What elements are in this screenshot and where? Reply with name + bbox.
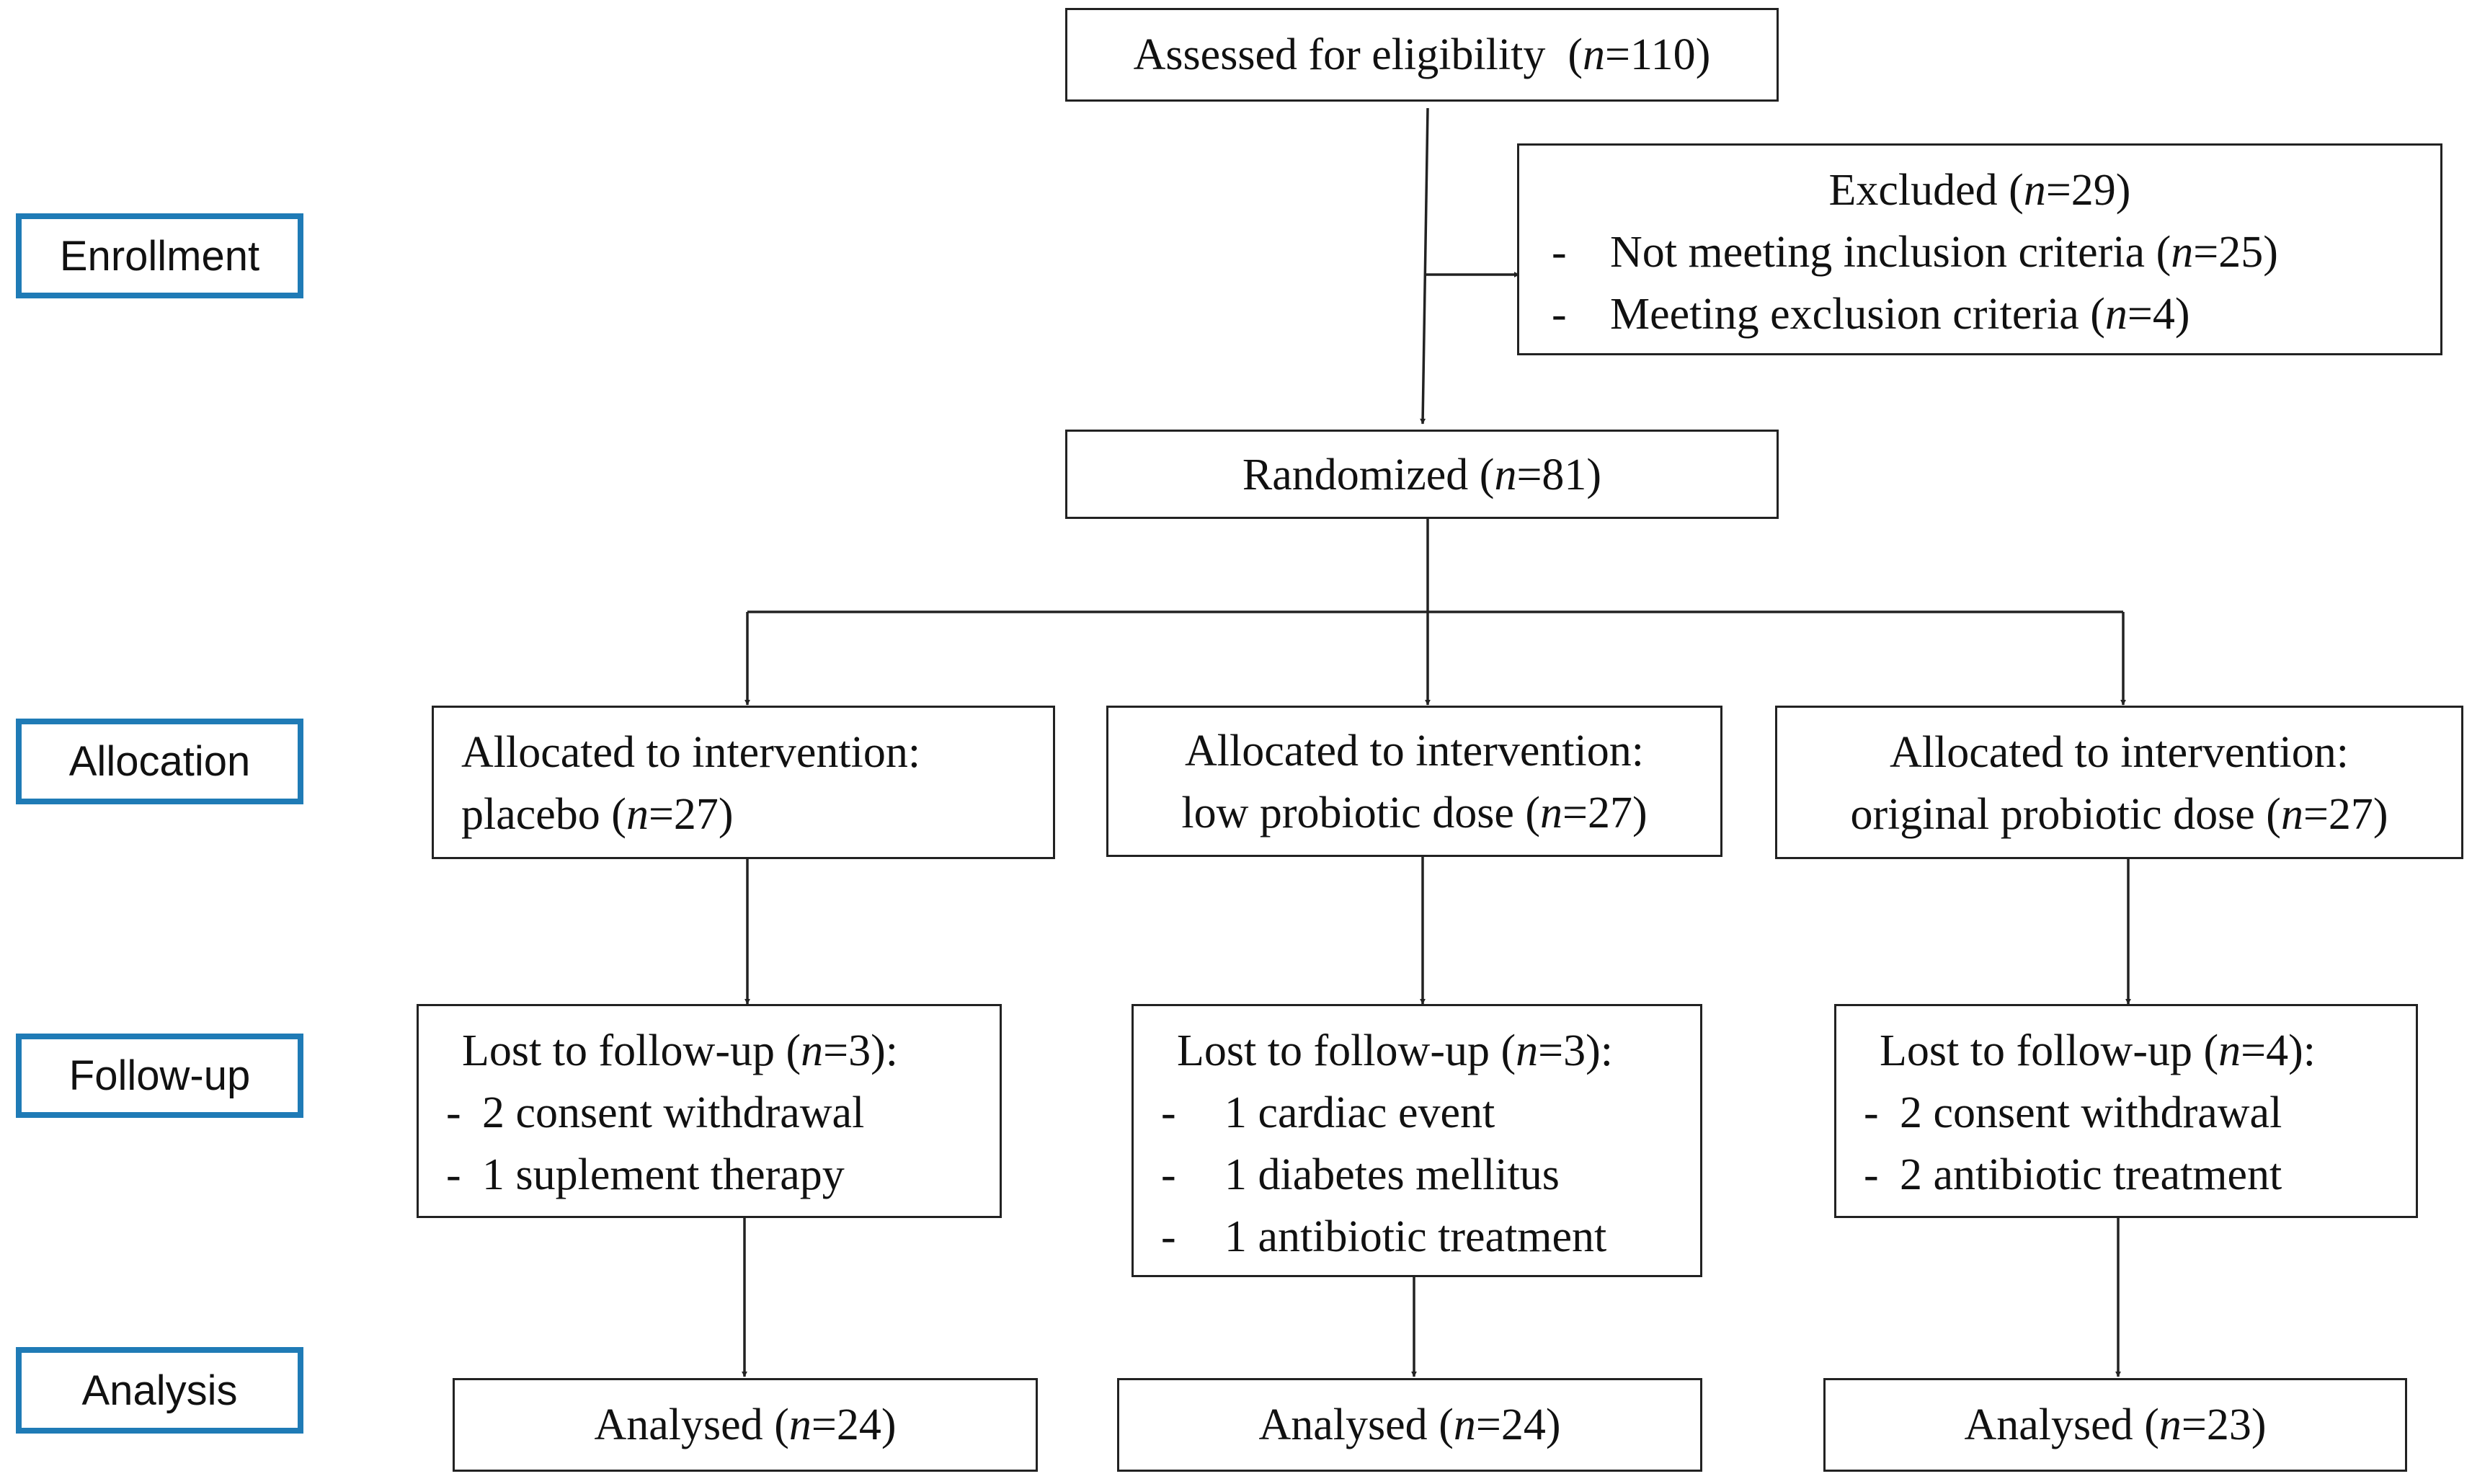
lost-label: Lost to follow-up: [1177, 1026, 1490, 1075]
n-symbol: n: [2104, 290, 2128, 339]
n-symbol: n: [1453, 1400, 1476, 1449]
lost-item: -1 cardiac event: [1134, 1082, 1700, 1144]
lost-title: Lost to follow-up (n=3):: [462, 1026, 898, 1075]
randomized-count: 81: [1542, 450, 1587, 499]
lost-item: -2 consent withdrawal: [419, 1082, 1000, 1144]
bullet-dash: -: [1161, 1150, 1176, 1199]
n-symbol: n: [2171, 228, 2194, 277]
assessed-count: 110: [1630, 30, 1696, 79]
stage-label-allocation: Allocation: [16, 719, 303, 804]
allocated-placebo-box: Allocated to intervention: placebo (n=27…: [432, 706, 1055, 859]
analysed-label: Analysed: [1964, 1400, 2133, 1449]
allocated-group: placebo: [461, 790, 600, 839]
lost-item-label: 2 consent withdrawal: [1900, 1088, 2282, 1137]
allocated-line2: original probiotic dose (n=27): [1850, 790, 2388, 839]
lost-original-dose-box: Lost to follow-up (n=4): -2 consent with…: [1834, 1004, 2418, 1218]
excluded-item-label: Not meeting inclusion criteria: [1610, 228, 2146, 277]
excluded-count: 29: [2071, 166, 2116, 215]
bullet-dash: -: [1161, 1212, 1176, 1261]
analysed-original-dose-box: Analysed (n=23): [1823, 1378, 2407, 1472]
excluded-item: -Meeting exclusion criteria (n=4): [1519, 283, 2440, 345]
bullet-dash: -: [1864, 1088, 1879, 1137]
allocated-line1: Allocated to intervention:: [1184, 727, 1645, 776]
n-symbol: n: [2280, 790, 2303, 839]
randomized-label: Randomized: [1242, 450, 1469, 499]
bullet-dash: -: [1552, 228, 1567, 277]
stage-label-text: Analysis: [81, 1367, 238, 1414]
stage-label-enrollment: Enrollment: [16, 213, 303, 298]
lost-title: Lost to follow-up (n=4):: [1880, 1026, 2316, 1075]
allocated-line1: Allocated to intervention:: [1889, 728, 2349, 777]
allocated-group: low probiotic dose: [1181, 788, 1514, 837]
n-symbol: n: [801, 1026, 824, 1075]
lost-count: 3: [1563, 1026, 1586, 1075]
arrow-assessed-to-randomized: [1420, 107, 1429, 425]
n-symbol: n: [2218, 1026, 2241, 1075]
analysed-low-dose-box: Analysed (n=24): [1117, 1378, 1702, 1472]
n-symbol: n: [626, 790, 649, 839]
assessed-box: Assessed for eligibility (n=110): [1065, 8, 1779, 102]
n-symbol: n: [1540, 788, 1563, 837]
lost-item-label: 1 cardiac event: [1224, 1088, 1495, 1137]
excluded-title: Excluded (n=29): [1828, 166, 2131, 215]
randomized-box: Randomized (n=81): [1065, 430, 1779, 519]
lost-item: -2 consent withdrawal: [1836, 1082, 2416, 1144]
allocated-original-dose-box: Allocated to intervention: original prob…: [1775, 706, 2463, 859]
stage-label-text: Allocation: [68, 738, 251, 785]
excluded-label: Excluded: [1828, 166, 1998, 215]
lost-item: -1 diabetes mellitus: [1134, 1144, 1700, 1206]
lost-item: -1 antibiotic treatment: [1134, 1206, 1700, 1268]
lost-count: 4: [2266, 1026, 2289, 1075]
bullet-dash: -: [446, 1150, 461, 1199]
n-symbol: n: [1494, 450, 1517, 499]
n-symbol: n: [1516, 1026, 1539, 1075]
lost-item-label: 2 antibiotic treatment: [1900, 1150, 2282, 1199]
allocated-count: 27: [2328, 790, 2373, 839]
allocated-count: 27: [673, 790, 719, 839]
analysed-placebo-box: Analysed (n=24): [453, 1378, 1038, 1472]
analysed-count: 24: [1500, 1400, 1546, 1449]
lost-item: -2 antibiotic treatment: [1836, 1144, 2416, 1206]
excluded-item-count: 25: [2218, 228, 2264, 277]
lost-low-dose-box: Lost to follow-up (n=3): -1 cardiac even…: [1131, 1004, 1702, 1277]
excluded-item-count: 4: [2152, 290, 2175, 339]
lost-item-label: 1 antibiotic treatment: [1224, 1212, 1607, 1261]
lost-item-label: 2 consent withdrawal: [482, 1088, 865, 1137]
allocated-low-dose-box: Allocated to intervention: low probiotic…: [1106, 706, 1722, 857]
allocated-line2: placebo (n=27): [461, 790, 734, 839]
stage-label-follow-up: Follow-up: [16, 1034, 303, 1118]
lost-label: Lost to follow-up: [1880, 1026, 2192, 1075]
analysed-label: Analysed: [1258, 1400, 1428, 1449]
bullet-dash: -: [1552, 290, 1567, 339]
assessed-label: Assessed for eligibility: [1133, 30, 1546, 79]
stage-label-text: Enrollment: [59, 232, 260, 280]
allocated-count: 27: [1587, 788, 1632, 837]
allocated-group: original probiotic dose: [1850, 790, 2255, 839]
bullet-dash: -: [1161, 1088, 1176, 1137]
stage-label-analysis: Analysis: [16, 1347, 303, 1434]
lost-item-label: 1 suplement therapy: [482, 1150, 845, 1199]
analysed-count: 24: [836, 1400, 881, 1449]
analysed-count: 23: [2206, 1400, 2251, 1449]
excluded-item: -Not meeting inclusion criteria (n=25): [1519, 221, 2440, 283]
lost-count: 3: [848, 1026, 871, 1075]
lost-item: -1 suplement therapy: [419, 1144, 1000, 1206]
lost-item-label: 1 diabetes mellitus: [1224, 1150, 1560, 1199]
allocated-line2: low probiotic dose (n=27): [1181, 788, 1648, 837]
n-symbol: n: [788, 1400, 812, 1449]
lost-label: Lost to follow-up: [462, 1026, 775, 1075]
n-symbol: n: [2158, 1400, 2182, 1449]
excluded-item-label: Meeting exclusion criteria: [1610, 290, 2079, 339]
lost-title: Lost to follow-up (n=3):: [1177, 1026, 1613, 1075]
bullet-dash: -: [1864, 1150, 1879, 1199]
allocated-line1: Allocated to intervention:: [461, 728, 921, 777]
stage-label-text: Follow-up: [68, 1052, 251, 1099]
bullet-dash: -: [446, 1088, 461, 1137]
analysed-label: Analysed: [594, 1400, 763, 1449]
lost-placebo-box: Lost to follow-up (n=3): -2 consent with…: [417, 1004, 1002, 1218]
excluded-box: Excluded (n=29) -Not meeting inclusion c…: [1517, 143, 2442, 355]
n-symbol: n: [2023, 166, 2046, 215]
n-symbol: n: [1583, 30, 1606, 79]
